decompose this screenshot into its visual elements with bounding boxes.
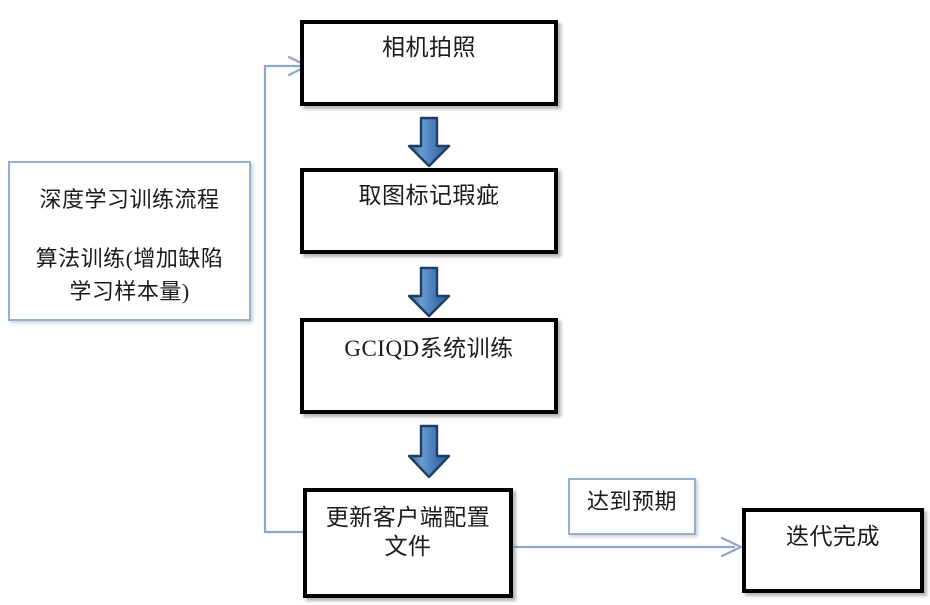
node-gciqd-training-label: GCIQD系统训练 (344, 336, 514, 361)
node-mark-defects[interactable]: 取图标记瑕疵 (300, 168, 558, 254)
block-arrow-train-to-update (407, 424, 451, 479)
edge-label-reach-expectation: 达到预期 (568, 478, 696, 535)
edge-label-reach-expectation-text: 达到预期 (586, 489, 677, 514)
node-update-client-config[interactable]: 更新客户端配置 文件 (303, 488, 513, 598)
node-gciqd-training[interactable]: GCIQD系统训练 (300, 318, 558, 414)
node-mark-defects-label: 取图标记瑕疵 (358, 183, 500, 208)
note-line-2: 算法训练(增加缺陷 学习样本量) (35, 246, 224, 304)
block-arrow-mark-to-train (407, 266, 451, 318)
connector-update-to-camera (263, 55, 309, 534)
node-update-client-config-label: 更新客户端配置 文件 (325, 505, 491, 560)
node-iteration-complete[interactable]: 迭代完成 (742, 508, 924, 593)
node-iteration-complete-label: 迭代完成 (786, 524, 880, 549)
connector-update-to-done (511, 536, 743, 558)
note-line-1: 深度学习训练流程 (39, 187, 220, 212)
node-camera-label: 相机拍照 (382, 35, 476, 60)
note-box-training-process: 深度学习训练流程 算法训练(增加缺陷 学习样本量) (8, 161, 251, 321)
node-camera[interactable]: 相机拍照 (300, 20, 558, 106)
block-arrow-camera-to-mark (407, 116, 451, 168)
